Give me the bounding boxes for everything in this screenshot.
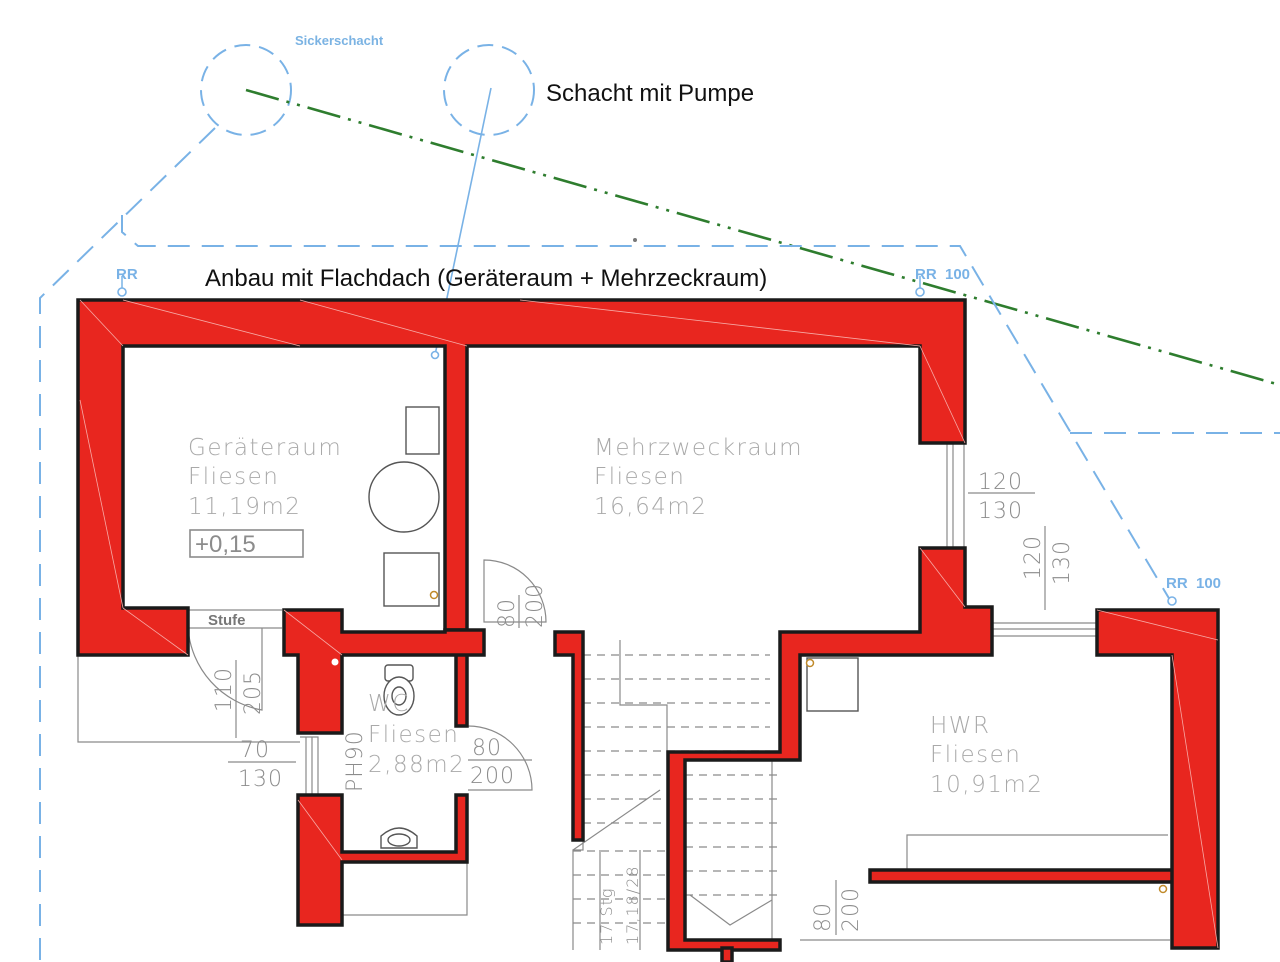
stair-inner-treads [685,774,780,896]
washbasin-icon [380,827,418,849]
wc-lower-outline [340,855,468,916]
room-floor: Fliesen [368,722,459,748]
rr-point-right [1167,596,1177,606]
fixtures [331,406,1168,894]
drain-point-hwr-right [1158,884,1168,894]
wall-wc-bottom [296,793,469,927]
dim-wc-door-a: 80 [472,736,502,761]
level-value: +0,15 [195,531,256,558]
rr-point-top-right [915,287,925,297]
extension-title: Anbau mit Flachdach (Geräteraum + Mehrze… [205,265,767,292]
round-tank [368,461,440,533]
dim-mz-door-a: 80 [495,598,520,628]
stair-treads [573,654,770,924]
room-hwr: HWR Fliesen 10,91m2 [930,713,1043,798]
drain-line [245,88,1280,387]
door-swing-wc [467,725,533,791]
wall-stair-left [553,630,585,842]
dim-hwr-door-b: 200 [839,887,864,932]
hwr-window-frame [992,622,1098,637]
stair-ratio-label: 17,18/28 [623,865,642,945]
step-outline [188,609,282,629]
dim-right-window-a: 120 [1021,535,1046,580]
room-area: 11,19m2 [188,494,301,520]
wall-hatching [79,299,1219,949]
dim-ext-door-b: 205 [241,670,266,715]
roof-outline [121,215,1171,601]
room-area: 2,88m2 [368,752,465,778]
room-wc: WC Fliesen 2,88m2 [368,691,465,778]
pump-shaft-label: Schacht mit Pumpe [546,80,754,107]
site-layer [39,44,1280,962]
room-mehrzweckraum: Mehrzweckraum Fliesen 16,64m2 [594,435,803,520]
square-unit [383,552,440,607]
hwr-counter [906,834,1168,870]
rr-label-right: RR 100 [1166,575,1221,592]
stair-vertical [599,760,773,950]
wc-light-point [331,658,339,666]
wc-window-frame [300,736,319,796]
rr-point-left [117,287,127,297]
door-swing-ext [187,627,263,711]
hwr-box [806,657,859,712]
pipe-end-point [430,350,440,360]
dim-wc-door-b: 200 [470,764,515,789]
room-area: 10,91m2 [930,772,1043,798]
dim-wc-window-a: 70 [240,738,270,763]
wall-mz-right [666,546,994,952]
door-swings [187,559,547,791]
room-name: Geräteraum [188,435,342,461]
room-name: HWR [930,713,991,739]
dim-hwr-door-a: 80 [811,902,836,932]
dim-mz-window-a: 120 [978,470,1023,495]
construction-lines [77,442,1170,950]
mz-window-frame [941,442,965,549]
terrace-outline-left [77,655,300,743]
pump-shaft-circle [443,44,535,136]
room-floor: Fliesen [188,464,279,490]
room-name: WC [368,691,410,717]
sickerschacht-label: Sickerschacht [295,33,384,48]
rr-label-left: RR [116,266,138,283]
room-area: 16,64m2 [594,494,707,520]
room-floor: Fliesen [930,742,1021,768]
cabinet-box [405,406,440,455]
survey-dot [633,238,637,242]
walls [76,298,1220,962]
stair-arrow [572,789,773,926]
dim-mz-window-b: 130 [978,499,1023,524]
dim-wc-window-b: 130 [238,767,283,792]
toilet-icon [383,664,415,716]
rr-label-top-right: RR 100 [915,266,970,283]
site-boundary-left [39,127,216,962]
dim-right-window-b: 130 [1050,540,1075,585]
level-box [189,529,304,558]
drain-point-gr [429,590,439,600]
room-floor: Fliesen [594,464,685,490]
wall-hwr [868,608,1220,950]
sickerschacht-circle [200,44,292,136]
wall-wc-top [282,608,486,735]
stufe-label: Stufe [208,612,246,629]
dim-ext-door-a: 110 [212,667,237,712]
dim-mz-door-b: 200 [523,583,548,628]
door-swing-mz [483,559,547,623]
stair-steps-label: 17 Stg [597,888,616,945]
room-geraeteraum: Geräteraum Fliesen 11,19m2 +0,15 [188,435,342,558]
wall-stair-end [720,946,734,962]
ph90-label: PH90 [343,730,368,792]
room-name: Mehrzweckraum [594,435,803,461]
drain-point-hwr [805,658,815,668]
